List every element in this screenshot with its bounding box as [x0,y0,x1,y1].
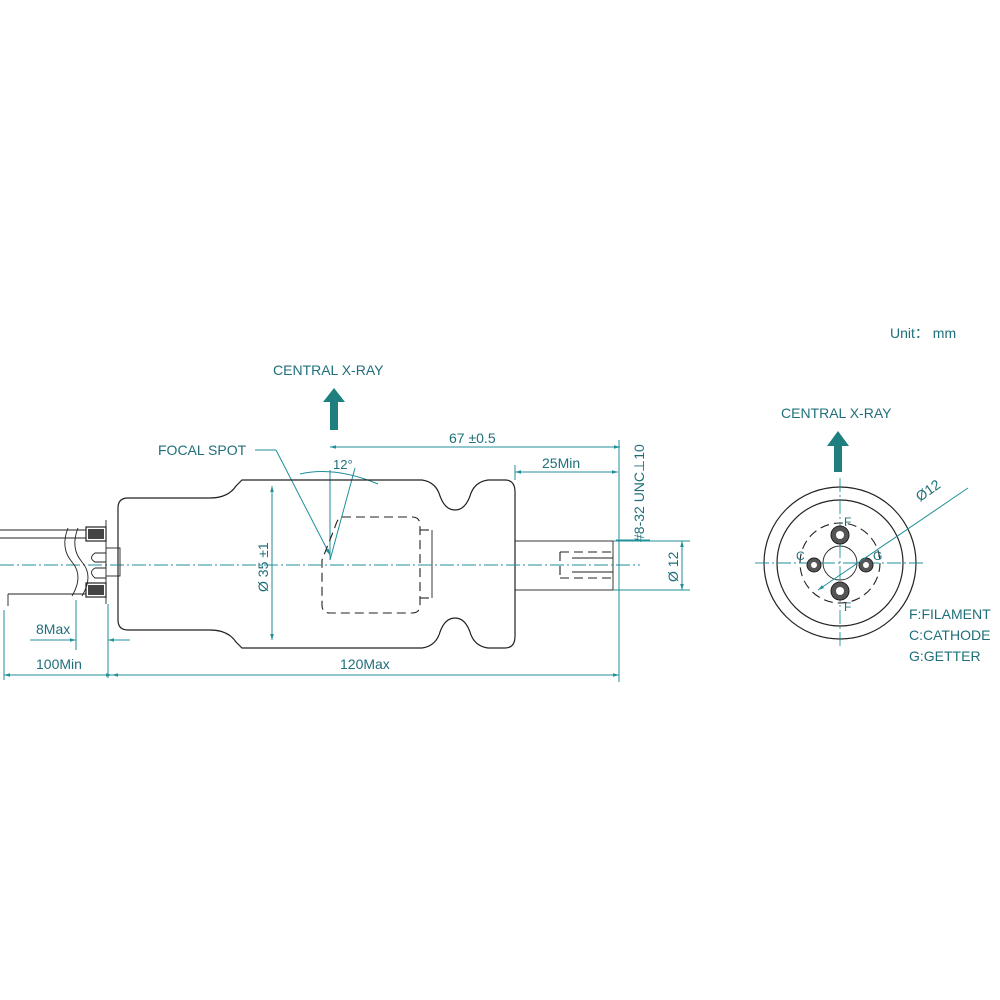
central-xray-arrow [323,388,345,430]
unit-label: Unit： mm [890,325,956,341]
inner-lead-bottom [91,567,106,579]
wire-break-1 [64,527,79,597]
anode-hidden-outline [321,516,421,614]
wire-break-2 [74,527,89,597]
pin-bottom-hole [836,587,844,595]
dia12-label: Ø 12 [665,551,681,582]
pin-bottom-label: F [844,600,851,614]
thread-callout: #8-32 UNC⊥10 [631,444,647,542]
end-central-xray-label: CENTRAL X-RAY [781,405,892,421]
dia35-label: Ø 35 ±1 [255,542,271,592]
dim-25min-label: 25Min [542,455,580,471]
focal-spot-leader-diagonal [275,449,331,556]
angle-arc [299,471,379,485]
lead-sleeve-bottom-fill [88,585,104,595]
angle-ray-line [329,467,356,561]
tapped-hole-hidden [559,551,613,579]
end-central-xray-arrow [827,431,849,472]
anode-shaft [514,540,614,591]
end-dia12-leader [817,487,969,591]
side-view: CENTRAL X-RAY FOCAL SPOT 12° [0,362,690,682]
end-dia12-label: Ø12 [913,476,944,504]
legend-getter: G:GETTER [909,648,981,664]
lead-sleeve-top-fill [88,529,104,539]
pin-right-label: G [873,549,882,563]
dim-67-label: 67 ±0.5 [449,430,496,446]
pin-top-hole [836,531,844,539]
focal-spot-label: FOCAL SPOT [158,442,247,458]
legend: F:FILAMENT C:CATHODE G:GETTER [909,606,991,664]
pin-right-hole [863,562,869,568]
angle-label: 12° [333,457,353,472]
central-xray-label: CENTRAL X-RAY [273,362,384,378]
legend-cathode: C:CATHODE [909,627,990,643]
pin-left-hole [811,562,817,568]
pin-top-label: F [844,515,851,529]
dim-120max-label: 120Max [340,656,390,672]
dim-100min-label: 100Min [36,656,82,672]
dim-8max-label: 8Max [36,621,70,637]
legend-filament: F:FILAMENT [909,606,991,622]
tube-body-outline [117,479,516,649]
inner-lead-top [91,552,106,563]
pin-left-label: C [796,549,805,563]
end-view: CENTRAL X-RAY F F C G Ø12 [755,405,969,648]
cathode-leads [0,520,121,606]
